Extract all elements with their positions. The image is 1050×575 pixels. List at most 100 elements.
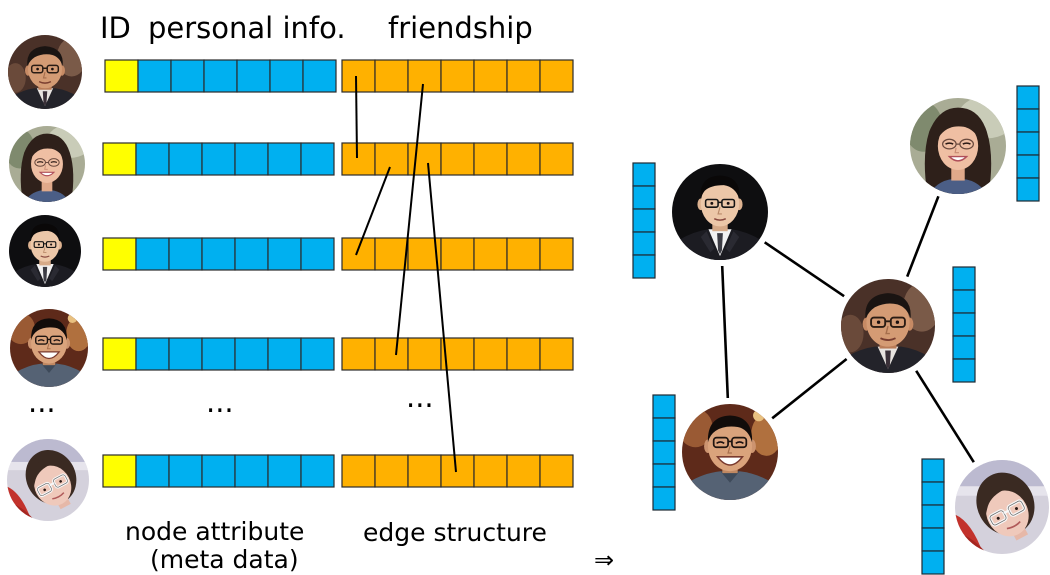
friendship-cell <box>440 237 475 271</box>
friendship-cell <box>374 237 409 271</box>
node-attribute-vector <box>632 162 656 279</box>
friendship-cell <box>341 454 376 488</box>
personal-info-cell <box>135 142 170 176</box>
node-attribute-vector <box>652 394 676 511</box>
attribute-cell <box>1016 154 1040 179</box>
record-row <box>102 337 574 371</box>
graph-edge <box>905 195 940 278</box>
personal-info-cell <box>170 59 205 93</box>
friendship-cell <box>506 59 541 93</box>
attribute-cell <box>652 440 676 465</box>
graph-node-person-2 <box>904 96 1015 194</box>
friendship-cell <box>506 237 541 271</box>
friendship-cell <box>341 337 376 371</box>
graph-edge <box>763 241 845 298</box>
record-row <box>102 454 574 488</box>
personal-info-cell <box>300 337 335 371</box>
friendship-cell <box>341 142 376 176</box>
id-cell <box>102 337 137 371</box>
friendship-cell <box>473 142 508 176</box>
friendship-cell <box>374 59 409 93</box>
friendship-cell <box>473 237 508 271</box>
attribute-cell <box>1016 108 1040 133</box>
friendship-cell <box>374 337 409 371</box>
attribute-ellipsis: ... <box>206 385 234 419</box>
friendship-cell <box>407 59 442 93</box>
friendship-cell <box>407 454 442 488</box>
record-row <box>102 142 574 176</box>
friendship-cell <box>407 142 442 176</box>
graph-node-person-5 <box>955 460 1049 554</box>
personal-info-cell <box>201 237 236 271</box>
personal-info-cell <box>234 142 269 176</box>
node-attribute-vectors <box>632 85 1040 575</box>
graph-nodes <box>672 96 1049 554</box>
attribute-cell <box>921 527 945 552</box>
friendship-cell <box>407 337 442 371</box>
edge-structure-label: edge structure <box>363 518 547 547</box>
avatar-person-3 <box>9 215 81 287</box>
attribute-cell <box>652 486 676 511</box>
attribute-cell <box>632 208 656 233</box>
friendship-cell <box>341 237 376 271</box>
personal-info-column-header: personal info. <box>148 11 346 45</box>
edge-ellipsis: ... <box>406 380 434 414</box>
meta-data-label: (meta data) <box>150 545 299 574</box>
node-attribute-label: node attribute <box>125 517 304 546</box>
attribute-cell <box>952 335 976 360</box>
avatar-person-4 <box>7 309 91 387</box>
personal-info-cell <box>201 337 236 371</box>
personal-info-cell <box>135 237 170 271</box>
attribute-cell <box>952 266 976 291</box>
attribute-cell <box>632 185 656 210</box>
personal-info-cell <box>267 337 302 371</box>
attribute-cell <box>952 358 976 383</box>
avatar-person-5 <box>7 439 89 521</box>
personal-info-cell <box>300 454 335 488</box>
friendship-cell <box>473 337 508 371</box>
personal-info-cell <box>267 454 302 488</box>
friendship-links <box>355 75 457 473</box>
personal-info-cell <box>135 337 170 371</box>
friendship-cell <box>473 454 508 488</box>
avatar-person-2 <box>4 124 92 202</box>
attribute-cell <box>921 458 945 483</box>
id-cell <box>102 237 137 271</box>
personal-info-cell <box>168 454 203 488</box>
node-record-matrix <box>102 59 574 488</box>
attribute-cell <box>632 162 656 187</box>
personal-info-cell <box>302 59 337 93</box>
friendship-cell <box>506 454 541 488</box>
friendship-link <box>395 83 424 356</box>
attribute-cell <box>1016 85 1040 110</box>
personal-info-cell <box>269 59 304 93</box>
attribute-cell <box>652 417 676 442</box>
friendship-cell <box>506 337 541 371</box>
friendship-cell <box>341 59 376 93</box>
friendship-cell <box>506 142 541 176</box>
node-attribute-vector <box>1016 85 1040 202</box>
attribute-cell <box>632 231 656 256</box>
personal-info-cell <box>168 237 203 271</box>
friendship-link <box>427 162 457 473</box>
id-cell <box>102 454 137 488</box>
personal-info-cell <box>135 454 170 488</box>
friendship-link <box>355 75 358 159</box>
record-row <box>102 237 574 271</box>
graph-edges <box>720 195 975 463</box>
attribute-cell <box>952 289 976 314</box>
graph-node-person-3 <box>672 164 768 260</box>
personal-info-cell <box>201 454 236 488</box>
personal-info-cell <box>168 337 203 371</box>
friendship-cell <box>539 142 574 176</box>
friendship-cell <box>440 454 475 488</box>
personal-info-cell <box>168 142 203 176</box>
avatar-ellipsis: ... <box>28 385 56 419</box>
node-attribute-vector <box>952 266 976 383</box>
attribute-cell <box>921 481 945 506</box>
attribute-cell <box>1016 177 1040 202</box>
personal-info-cell <box>267 237 302 271</box>
friendship-cell <box>539 237 574 271</box>
attribute-cell <box>921 504 945 529</box>
